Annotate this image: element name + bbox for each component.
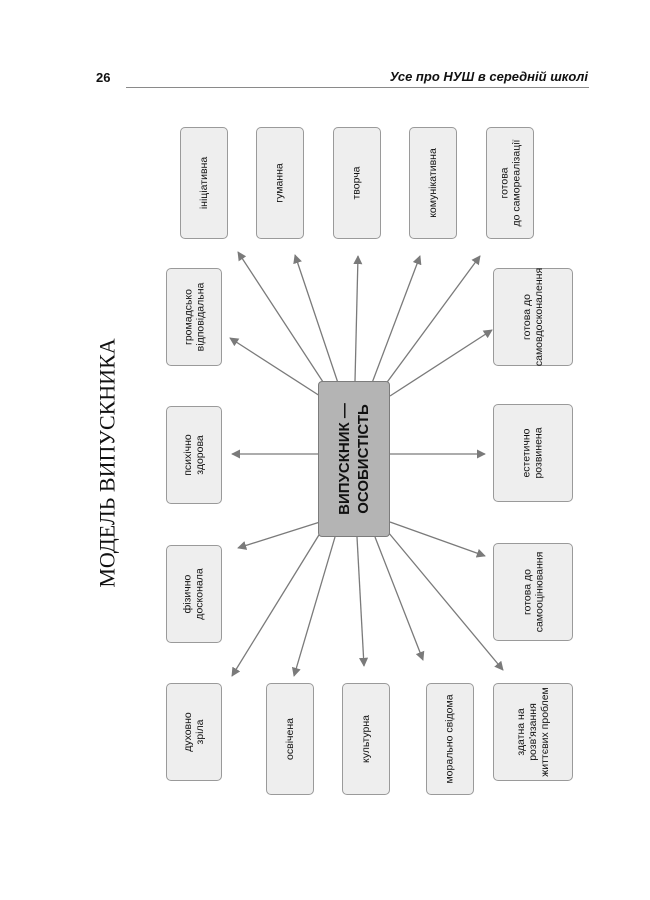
node-civic-responsible: громадсько відповідальна <box>166 268 222 366</box>
node-aesthetically-developed-label: естетично розвинена <box>520 427 545 479</box>
arrow-to-ready-self-realization <box>384 255 481 386</box>
node-initiative: ініціативна <box>180 127 228 239</box>
node-morally-conscious: морально свідома <box>426 683 474 795</box>
node-mentally-healthy-label: психічно здорова <box>182 434 206 476</box>
arrow-to-ready-self-assessment <box>389 521 486 558</box>
node-problem-solving-label: здатна на розв'язання життєвих проблем <box>515 687 552 777</box>
header-rule <box>126 87 589 88</box>
node-mentally-healthy: психічно здорова <box>166 406 222 504</box>
arrow-to-civic-responsible <box>229 337 321 397</box>
node-spiritually-mature-label: духовно зріла <box>181 712 206 752</box>
arrow-to-morally-conscious <box>374 536 425 661</box>
arrow-to-communicative <box>371 255 422 384</box>
node-cultured: культурна <box>342 683 390 795</box>
node-cultured-label: культурна <box>360 714 373 764</box>
arrow-to-humane <box>293 254 339 384</box>
arrow-to-educated <box>291 536 336 677</box>
node-educated-label: освічена <box>283 718 296 760</box>
node-aesthetically-developed: естетично розвинена <box>493 404 573 502</box>
arrow-to-ready-self-improvement <box>389 329 493 397</box>
node-ready-self-realization: готова до самореалізації <box>486 127 534 239</box>
node-ready-self-assessment: готова до самооцінювання <box>493 543 573 641</box>
node-creative: творча <box>333 127 381 239</box>
arrow-to-creative <box>353 255 363 382</box>
node-communicative-label: комунікативна <box>427 148 439 218</box>
node-civic-responsible-label: громадсько відповідальна <box>182 282 206 352</box>
node-educated: освічена <box>266 683 314 795</box>
arrow-to-problem-solving <box>387 531 504 671</box>
node-morally-conscious-label: морально свідома <box>444 694 457 784</box>
node-creative-label: творча <box>351 166 363 200</box>
node-physically-perfect: фізично досконала <box>166 545 222 643</box>
center-node: ВИПУСКНИК — ОСОБИСТІСТЬ <box>318 381 390 537</box>
node-ready-self-assessment-label: готова до самооцінювання <box>521 551 545 633</box>
node-humane: гуманна <box>256 127 304 239</box>
page-header: 26 Усе про НУШ в середній школі <box>0 0 650 100</box>
arrow-to-initiative <box>237 251 326 386</box>
node-initiative-label: ініціативна <box>198 156 210 210</box>
node-communicative: комунікативна <box>409 127 457 239</box>
running-title: Усе про НУШ в середній школі <box>389 69 588 84</box>
node-ready-self-improvement: готова до самовдосконалення <box>493 268 573 366</box>
arrow-to-physically-perfect <box>237 521 321 550</box>
center-node-label: ВИПУСКНИК — ОСОБИСТІСТЬ <box>336 403 372 515</box>
arrow-to-cultured <box>356 536 369 667</box>
node-humane-label: гуманна <box>274 163 286 203</box>
node-ready-self-realization-label: готова до самореалізації <box>498 139 522 227</box>
node-spiritually-mature: духовно зріла <box>166 683 222 781</box>
node-ready-self-improvement-label: готова до самовдосконалення <box>521 267 546 367</box>
arrow-to-spiritually-mature <box>231 529 323 677</box>
page-number: 26 <box>96 70 111 85</box>
node-problem-solving: здатна на розв'язання життєвих проблем <box>493 683 573 781</box>
node-physically-perfect-label: фізично досконала <box>182 568 206 620</box>
